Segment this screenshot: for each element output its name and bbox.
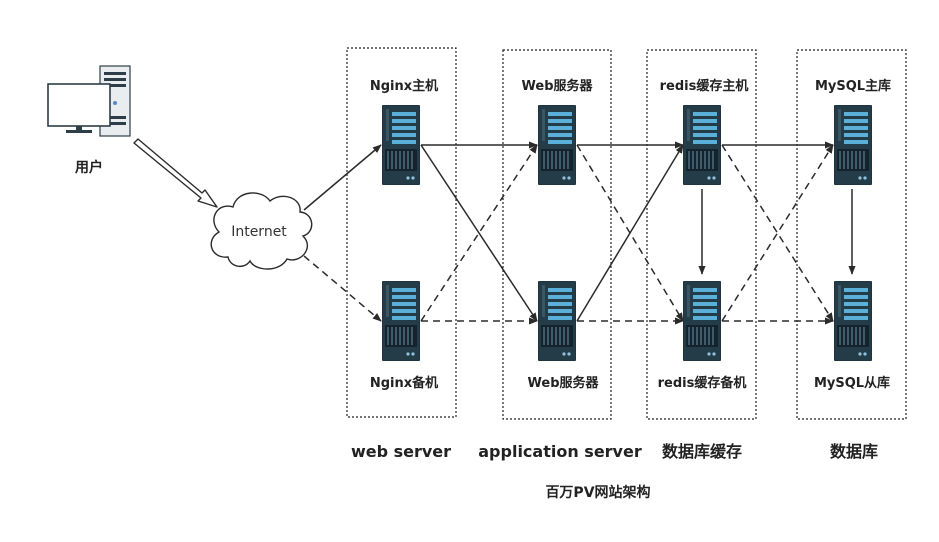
- user-label: 用户: [75, 159, 103, 176]
- cloud-icon: [210, 192, 313, 270]
- edge-r2-m1: [721, 144, 834, 322]
- group-label-redis: 数据库缓存: [662, 442, 742, 461]
- diagram-caption: 百万PV网站架构: [545, 484, 650, 501]
- node-label-w2: Web服务器: [528, 375, 600, 391]
- edge-r1-m2: [721, 144, 834, 322]
- node-label-m1: MySQL主库: [815, 78, 891, 94]
- server-icon-mysql-primary: [834, 105, 872, 185]
- server-icon-nginx-backup: [382, 281, 420, 361]
- server-icon-mysql-replica: [834, 281, 872, 361]
- group-box-nginx: [346, 47, 457, 418]
- node-label-n2: Nginx备机: [370, 375, 438, 391]
- server-icon-web-2: [538, 281, 576, 361]
- node-label-m2: MySQL从库: [814, 375, 890, 391]
- edge-w2-r1: [576, 144, 684, 322]
- node-label-n1: Nginx主机: [370, 78, 438, 94]
- group-box-app: [502, 49, 612, 420]
- group-box-redis: [646, 49, 757, 420]
- group-label-app: application server: [478, 442, 642, 461]
- internet-label: Internet: [231, 224, 287, 240]
- computer-icon: [47, 65, 131, 137]
- node-label-w1: Web服务器: [522, 78, 594, 94]
- user-to-internet-arrow: [133, 138, 218, 208]
- node-label-r2: redis缓存备机: [658, 375, 747, 391]
- group-box-db: [796, 49, 907, 420]
- server-icon-redis-primary: [683, 105, 721, 185]
- group-label-nginx: web server: [351, 442, 451, 461]
- server-icon-web-1: [538, 105, 576, 185]
- edge-n1-w2: [420, 144, 538, 322]
- edge-internet-n2: [303, 255, 382, 322]
- server-icon-nginx-primary: [382, 105, 420, 185]
- edge-internet-n1: [303, 144, 382, 211]
- node-label-r1: redis缓存主机: [660, 78, 749, 94]
- server-icon-redis-backup: [683, 281, 721, 361]
- group-label-db: 数据库: [830, 442, 878, 461]
